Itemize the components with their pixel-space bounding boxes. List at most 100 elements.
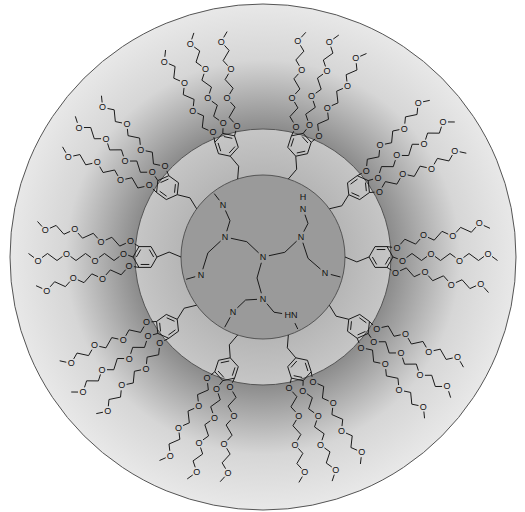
double-bond	[174, 184, 176, 193]
bond-line	[379, 167, 381, 173]
bond-line	[342, 195, 349, 206]
bond-line	[157, 252, 169, 257]
bond-line	[137, 161, 141, 172]
bond-line	[397, 178, 400, 184]
bond-line	[389, 352, 396, 353]
atom-label: O	[416, 371, 423, 380]
bond-line	[366, 349, 373, 350]
bond-line	[225, 210, 230, 220]
bond-line	[153, 189, 157, 193]
double-bond	[159, 323, 161, 332]
atom-label: O	[357, 343, 364, 352]
bond-line	[369, 321, 373, 325]
atom-label: O	[317, 440, 324, 449]
bond-line	[301, 32, 306, 37]
benzene-ring	[157, 314, 179, 338]
bond-line	[456, 280, 462, 283]
atom-label: O	[137, 145, 144, 154]
double-bond	[302, 137, 308, 143]
middle-shell	[135, 129, 391, 385]
bond-line	[92, 274, 98, 277]
atom-label: O	[213, 384, 220, 393]
bond-line	[400, 268, 406, 271]
bond-line	[378, 150, 380, 157]
atom-label: O	[220, 119, 227, 128]
atom-label: O	[218, 37, 225, 46]
bond-line	[164, 50, 166, 57]
bond-line	[100, 167, 103, 173]
atom-label: O	[324, 67, 331, 76]
benzene-ring	[348, 314, 370, 338]
bond-line	[302, 381, 303, 386]
bond-line	[110, 270, 121, 275]
bond-line	[448, 121, 455, 122]
bond-line	[446, 358, 453, 359]
bond-line	[360, 54, 366, 57]
bond-line	[404, 117, 406, 124]
bond-line	[470, 286, 476, 289]
bond-line	[285, 241, 297, 252]
bond-line	[214, 116, 220, 120]
bond-line	[295, 323, 298, 329]
bond-line	[346, 75, 348, 82]
bond-line	[101, 96, 103, 103]
bond-line	[393, 130, 400, 131]
bond-line	[368, 179, 373, 180]
atom-label: O	[70, 273, 77, 282]
atom-label: O	[211, 413, 218, 422]
bond-line	[167, 171, 169, 176]
atom-label: O	[228, 65, 235, 74]
bond-line	[257, 278, 261, 293]
atom-label: O	[399, 169, 406, 178]
bond-line	[135, 244, 139, 247]
bond-line	[83, 233, 94, 238]
bond-line	[42, 254, 47, 258]
bond-line	[449, 155, 452, 161]
bond-line	[456, 227, 461, 232]
bond-line	[169, 439, 180, 444]
bond-line	[394, 335, 401, 336]
bond-line	[392, 131, 393, 143]
bond-line	[299, 477, 302, 483]
bond-line	[337, 91, 338, 103]
double-bond	[136, 250, 140, 257]
bond-line	[145, 341, 147, 347]
atom-label: O	[98, 238, 105, 247]
bond-line	[402, 155, 409, 156]
atom-label: O	[43, 286, 50, 295]
double-bond	[218, 143, 221, 151]
bond-line	[309, 409, 315, 413]
bond-line	[114, 359, 118, 370]
bond-line	[202, 128, 208, 131]
bond-line	[211, 400, 221, 407]
bond-line	[188, 411, 189, 423]
bond-line	[231, 238, 247, 241]
bond-line	[177, 195, 190, 198]
bond-line	[318, 119, 329, 124]
bond-line	[428, 276, 433, 281]
bond-line	[461, 227, 472, 232]
bond-line	[357, 173, 362, 175]
bond-line	[193, 99, 195, 106]
bond-line	[212, 101, 218, 105]
atom-label: O	[80, 388, 87, 397]
bond-line	[408, 175, 415, 176]
bond-line	[93, 233, 98, 238]
bond-line	[29, 254, 34, 258]
bond-line	[423, 100, 430, 101]
bond-line	[194, 47, 200, 51]
bond-line	[388, 326, 394, 336]
bond-line	[127, 129, 129, 136]
atom-label: O	[295, 411, 302, 420]
bond-line	[332, 475, 334, 481]
bond-line	[327, 113, 329, 120]
bond-line	[316, 89, 322, 93]
bond-line	[160, 458, 166, 461]
bond-line	[78, 233, 83, 238]
bond-line	[315, 420, 317, 426]
bond-line	[229, 117, 234, 122]
bond-line	[214, 194, 219, 201]
bond-line	[323, 53, 333, 60]
